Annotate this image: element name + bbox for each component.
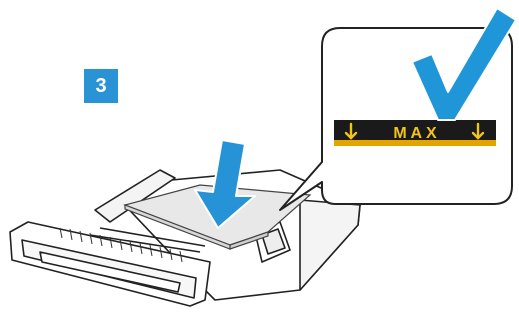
down-arrow-icon — [194, 139, 256, 229]
max-label: M A X — [393, 125, 437, 142]
max-down-arrow-icon — [344, 122, 358, 140]
tray-ribs — [59, 227, 183, 263]
max-callout: M A X — [279, 27, 513, 211]
checkmark-icon — [411, 7, 517, 121]
step-number-badge: 3 — [84, 69, 118, 103]
max-down-arrow-icon — [471, 122, 485, 140]
